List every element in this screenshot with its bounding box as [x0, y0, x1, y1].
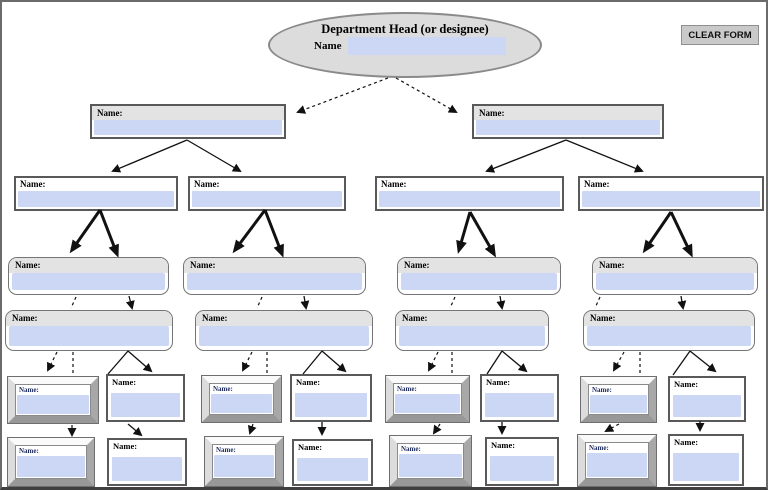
name-input[interactable]: [401, 273, 557, 290]
name-input[interactable]: [211, 394, 272, 413]
name-input[interactable]: [587, 326, 751, 346]
l3-box-1: Name:: [14, 176, 178, 211]
name-label: Name:: [401, 445, 421, 453]
l5-box-2: Name:: [195, 310, 373, 351]
name-input[interactable]: [17, 456, 85, 477]
name-label: Name:: [113, 441, 138, 451]
name-label: Name:: [593, 258, 757, 273]
l2-box-2: Name:: [472, 104, 664, 139]
name-label: Name:: [9, 258, 168, 273]
name-input[interactable]: [596, 273, 754, 290]
l6-bevel-box-4: Name:: [580, 376, 657, 423]
l7-bevel-box-4: Name:: [577, 434, 657, 487]
l6-box-1: Name:: [106, 374, 185, 422]
name-label: Name:: [589, 444, 609, 452]
head-name-input[interactable]: [348, 37, 506, 55]
name-label: Name:: [6, 311, 172, 326]
name-input[interactable]: [112, 457, 182, 481]
name-input[interactable]: [187, 273, 362, 290]
name-label: Name:: [184, 258, 365, 273]
name-input[interactable]: [192, 191, 342, 207]
name-label: Name:: [674, 379, 699, 389]
l7-box-3: Name:: [485, 437, 559, 486]
name-input[interactable]: [94, 120, 282, 135]
name-label: Name:: [194, 179, 220, 189]
name-label: Name:: [19, 386, 39, 394]
name-label: Name:: [298, 442, 323, 452]
l5-box-4: Name:: [583, 310, 755, 351]
name-input[interactable]: [297, 458, 368, 481]
name-label: Name:: [196, 311, 372, 326]
name-label: Name:: [584, 311, 754, 326]
name-input[interactable]: [485, 393, 554, 417]
l6-bevel-box-3: Name:: [385, 375, 470, 423]
name-label: Name:: [396, 311, 548, 326]
name-label: Name:: [112, 377, 137, 387]
l6-box-2: Name:: [290, 374, 372, 422]
l4-box-1: Name:: [8, 257, 169, 295]
name-input[interactable]: [476, 120, 660, 135]
l7-bevel-box-3: Name:: [389, 435, 472, 487]
name-input[interactable]: [199, 326, 369, 346]
name-input[interactable]: [673, 395, 741, 417]
name-input[interactable]: [399, 454, 462, 477]
l2-box-1: Name:: [90, 104, 286, 139]
name-label: Name:: [491, 440, 516, 450]
name-label: Name:: [486, 377, 511, 387]
name-label: Name:: [19, 447, 39, 455]
name-label: Name:: [674, 437, 699, 447]
name-input[interactable]: [12, 273, 165, 290]
name-label: Name:: [398, 258, 560, 273]
name-input[interactable]: [18, 191, 174, 207]
l6-bevel-box-1: Name:: [7, 376, 99, 424]
name-input[interactable]: [9, 326, 169, 346]
l7-box-4: Name:: [668, 434, 744, 486]
l7-bevel-box-1: Name:: [7, 437, 95, 487]
name-label: Name:: [296, 377, 321, 387]
name-input[interactable]: [214, 455, 274, 477]
name-label: Name:: [474, 106, 662, 120]
l3-box-2: Name:: [188, 176, 346, 211]
department-head-title: Department Head (or designee): [321, 22, 489, 36]
name-label: Name:: [92, 106, 284, 120]
name-label: Name:: [397, 385, 417, 393]
name-input[interactable]: [295, 393, 367, 417]
l5-box-1: Name:: [5, 310, 173, 351]
name-input[interactable]: [587, 453, 647, 477]
l3-box-4: Name:: [578, 176, 764, 211]
name-input[interactable]: [582, 191, 760, 207]
l4-box-3: Name:: [397, 257, 561, 295]
l7-box-1: Name:: [107, 438, 187, 486]
name-input[interactable]: [490, 456, 554, 481]
l6-box-4: Name:: [668, 376, 746, 422]
l7-bevel-box-2: Name:: [204, 436, 284, 487]
name-input[interactable]: [379, 191, 560, 207]
l6-bevel-box-2: Name:: [201, 375, 282, 423]
name-input[interactable]: [111, 393, 180, 417]
l3-box-3: Name:: [375, 176, 564, 211]
clear-form-button[interactable]: CLEAR FORM: [681, 25, 759, 45]
name-label: Name:: [592, 386, 612, 394]
name-label: Name:: [381, 179, 407, 189]
name-input[interactable]: [590, 395, 647, 413]
name-input[interactable]: [399, 326, 545, 346]
l7-box-2: Name:: [292, 439, 373, 486]
l5-box-3: Name:: [395, 310, 549, 351]
name-input[interactable]: [673, 453, 739, 481]
name-label: Name:: [20, 179, 46, 189]
name-input[interactable]: [17, 395, 89, 414]
l4-box-2: Name:: [183, 257, 366, 295]
department-head-ellipse: Department Head (or designee) Name: [268, 12, 542, 78]
name-label: Name:: [216, 446, 236, 454]
l4-box-4: Name:: [592, 257, 758, 295]
name-label: Name:: [213, 385, 233, 393]
name-label: Name:: [584, 179, 610, 189]
head-name-label: Name: [314, 40, 342, 52]
l6-box-3: Name:: [480, 374, 559, 422]
name-input[interactable]: [395, 394, 460, 413]
